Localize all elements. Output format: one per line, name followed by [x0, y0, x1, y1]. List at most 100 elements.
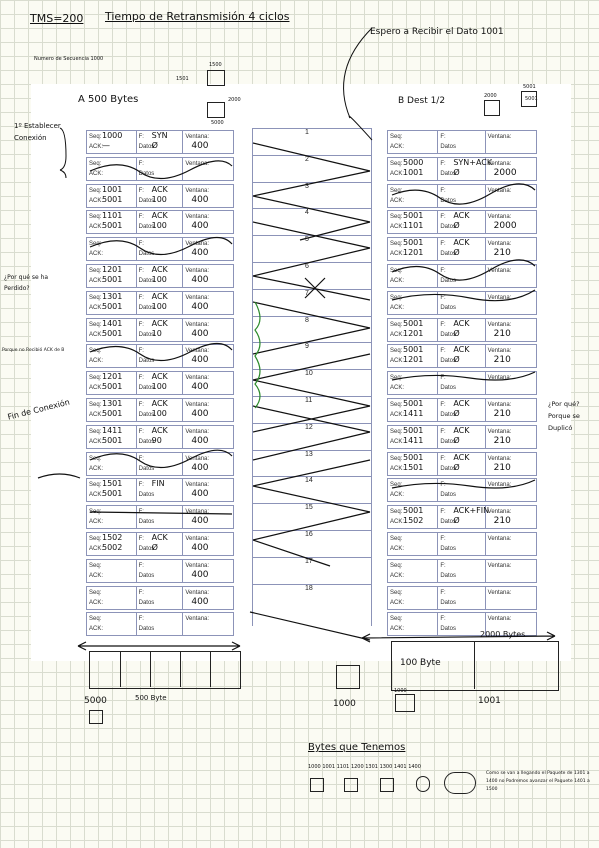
handwritten-value: Ø — [453, 328, 460, 338]
field-label: Ventana: — [487, 482, 512, 489]
field-label: ACK: — [390, 277, 405, 284]
field-label: Ventana: — [487, 160, 512, 167]
handwritten-value: 210 — [493, 248, 511, 259]
right-window-cell: Ventana: — [486, 185, 536, 207]
field-label: Seq: — [390, 375, 403, 382]
host-b-num1: 5001 — [523, 84, 536, 90]
handwritten-value: 1201 — [102, 372, 123, 382]
right-flag-cell: F:Datos — [438, 479, 486, 502]
arrow-fin — [252, 485, 371, 513]
handwritten-value: ACK — [151, 425, 168, 435]
left-window-cell: Ventana:400 — [183, 292, 233, 314]
handwritten-value: 1411 — [102, 425, 123, 435]
field-label: ACK: — [390, 197, 405, 204]
field-label: Seq: — [89, 294, 102, 301]
arrow-data-5 — [252, 379, 371, 407]
field-label: ACK: — [390, 519, 405, 526]
handwritten-value: 1411 — [403, 435, 424, 445]
step-number: 15 — [305, 504, 313, 512]
field-label: Datos — [138, 519, 155, 526]
field-label: Seq: — [390, 509, 403, 516]
field-label: Ventana: — [487, 134, 512, 140]
field-label: F: — [440, 562, 446, 569]
left-window-cell: Ventana:400 — [183, 265, 233, 287]
field-label: Ventana: — [185, 187, 210, 194]
field-label: Seq: — [390, 348, 403, 355]
right-flag-cell: F:Datos — [438, 264, 486, 287]
field-label: Seq: — [390, 535, 403, 542]
field-label: Seq: — [390, 482, 403, 489]
small-box-b — [395, 694, 415, 712]
field-label: F: — [440, 535, 446, 542]
field-label: Datos — [440, 519, 456, 526]
handwritten-value: 100 — [151, 408, 167, 418]
host-a-box-small — [207, 70, 225, 86]
field-label: Ventana: — [185, 348, 210, 355]
field-label: Datos — [440, 224, 456, 231]
field-label: Datos — [138, 492, 155, 499]
field-label: Ventana: — [487, 294, 512, 301]
field-label: Seq: — [390, 134, 403, 140]
handwritten-value: 400 — [191, 248, 209, 259]
right-window-cell: Ventana:210 — [486, 426, 536, 448]
right-window-cell: Ventana: — [486, 479, 536, 501]
field-label: F: — [138, 187, 144, 194]
field-label: Seq: — [89, 160, 102, 167]
byte-box-2 — [344, 778, 358, 792]
handwritten-value: 5001 — [403, 318, 424, 328]
left-seq-cell: Seq:ACK: — [87, 157, 137, 180]
field-label: Datos — [138, 358, 155, 365]
handwritten-value: Ø — [151, 141, 158, 150]
left-window-cell: Ventana:400 — [183, 131, 233, 153]
handwritten-value: 400 — [191, 274, 209, 285]
field-label: Ventana: — [487, 321, 512, 328]
small-box-1000 — [336, 665, 360, 689]
handwritten-value: ACK — [151, 532, 168, 542]
field-label: Seq: — [89, 321, 102, 328]
handwritten-value: 1501 — [403, 462, 424, 472]
handwritten-value: 5000 — [403, 157, 424, 167]
field-label: Datos — [440, 385, 456, 392]
left-window-cell: Ventana:400 — [183, 399, 233, 421]
handwritten-value: — — [102, 141, 110, 150]
handwritten-value: ACK — [151, 291, 168, 301]
num-1000b: 1000 — [394, 688, 407, 694]
byte-box-1 — [310, 778, 324, 792]
field-label: Datos — [440, 197, 456, 204]
field-label: Ventana: — [185, 535, 210, 542]
handwritten-value: 400 — [191, 542, 209, 553]
field-label: Datos — [138, 224, 155, 231]
field-label: F: — [138, 455, 144, 462]
left-seq-cell: Seq:ACK: — [87, 345, 137, 368]
field-label: Datos — [440, 599, 456, 606]
field-label: Ventana: — [487, 187, 512, 194]
timeline-divider — [253, 530, 371, 531]
field-label: Seq: — [390, 214, 403, 221]
arrow-ack-6 — [252, 431, 371, 461]
arrow-data-1 — [252, 195, 371, 223]
field-label: ACK: — [89, 626, 104, 633]
field-label: Seq: — [390, 616, 403, 623]
step-number: 12 — [305, 423, 313, 431]
arrow-ack-5 — [252, 405, 371, 433]
buffer-a-div-3 — [180, 651, 181, 687]
field-label: Ventana: — [185, 241, 210, 248]
field-label: Datos — [138, 251, 155, 258]
handwritten-value: 1201 — [403, 355, 424, 365]
timeline-divider — [253, 315, 371, 317]
field-label: F: — [440, 267, 446, 274]
handwritten-value: 5001 — [403, 345, 424, 355]
